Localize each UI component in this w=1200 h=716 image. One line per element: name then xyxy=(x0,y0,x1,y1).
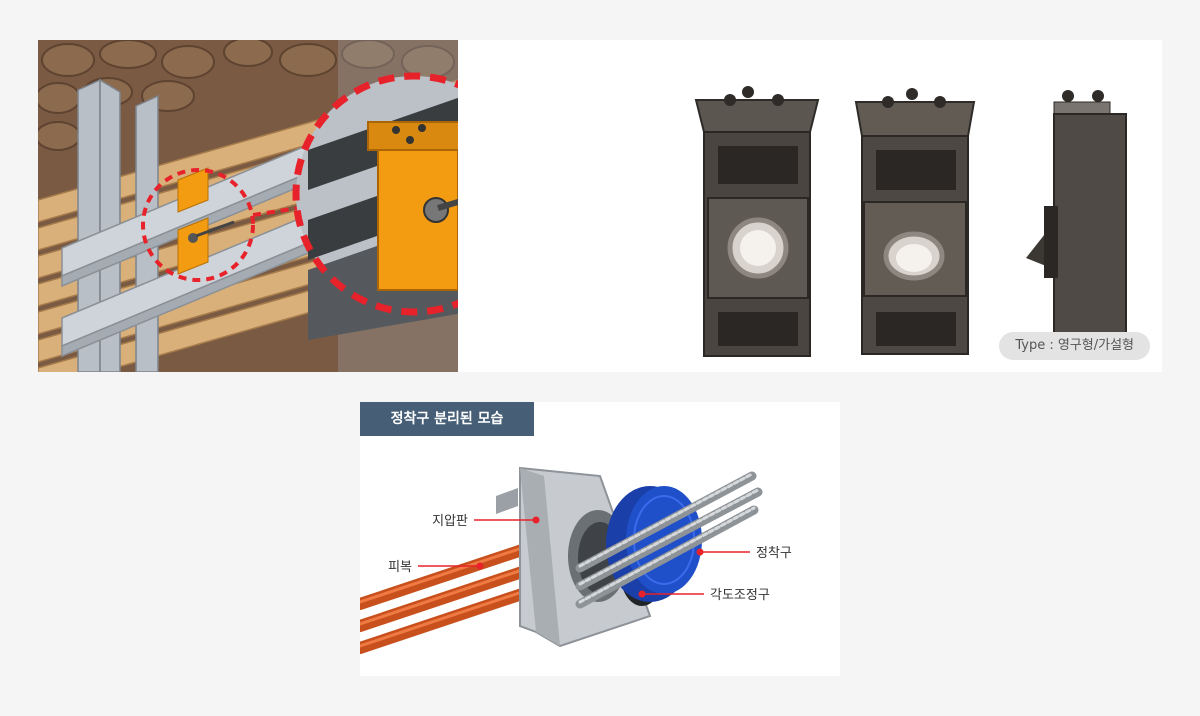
callout-anchor-head: 정착구 xyxy=(696,546,792,561)
anchor-photo-side xyxy=(1026,90,1127,351)
anchor-photo-angled xyxy=(854,88,976,355)
small-bracket xyxy=(177,167,235,275)
callout-angle-adjuster: 각도조정구 xyxy=(638,588,770,603)
label-bearing-plate: 지압판 xyxy=(432,514,468,529)
callout-sheath: 피복 xyxy=(388,560,484,575)
anchor-product-photos xyxy=(694,86,1127,357)
label-sheath: 피복 xyxy=(388,560,412,575)
anchor-photo-front xyxy=(694,86,820,357)
magnified-bracket xyxy=(292,72,458,340)
label-anchor-head: 정착구 xyxy=(756,546,792,561)
type-badge: Type : 영구형/가설형 xyxy=(999,332,1150,360)
anchor-exploded-diagram: 지압판 피복 정착구 각도조정구 xyxy=(360,466,792,654)
section-title-tab: 정착구 분리된 모습 xyxy=(360,402,534,436)
top-panel: Type : 영구형/가설형 xyxy=(38,40,1162,372)
label-angle-adjuster: 각도조정구 xyxy=(710,588,770,603)
callout-bearing-plate: 지압판 xyxy=(432,514,540,529)
anchor-detail-panel: 정착구 분리된 모습 xyxy=(360,402,840,676)
installation-illustration xyxy=(38,40,458,372)
